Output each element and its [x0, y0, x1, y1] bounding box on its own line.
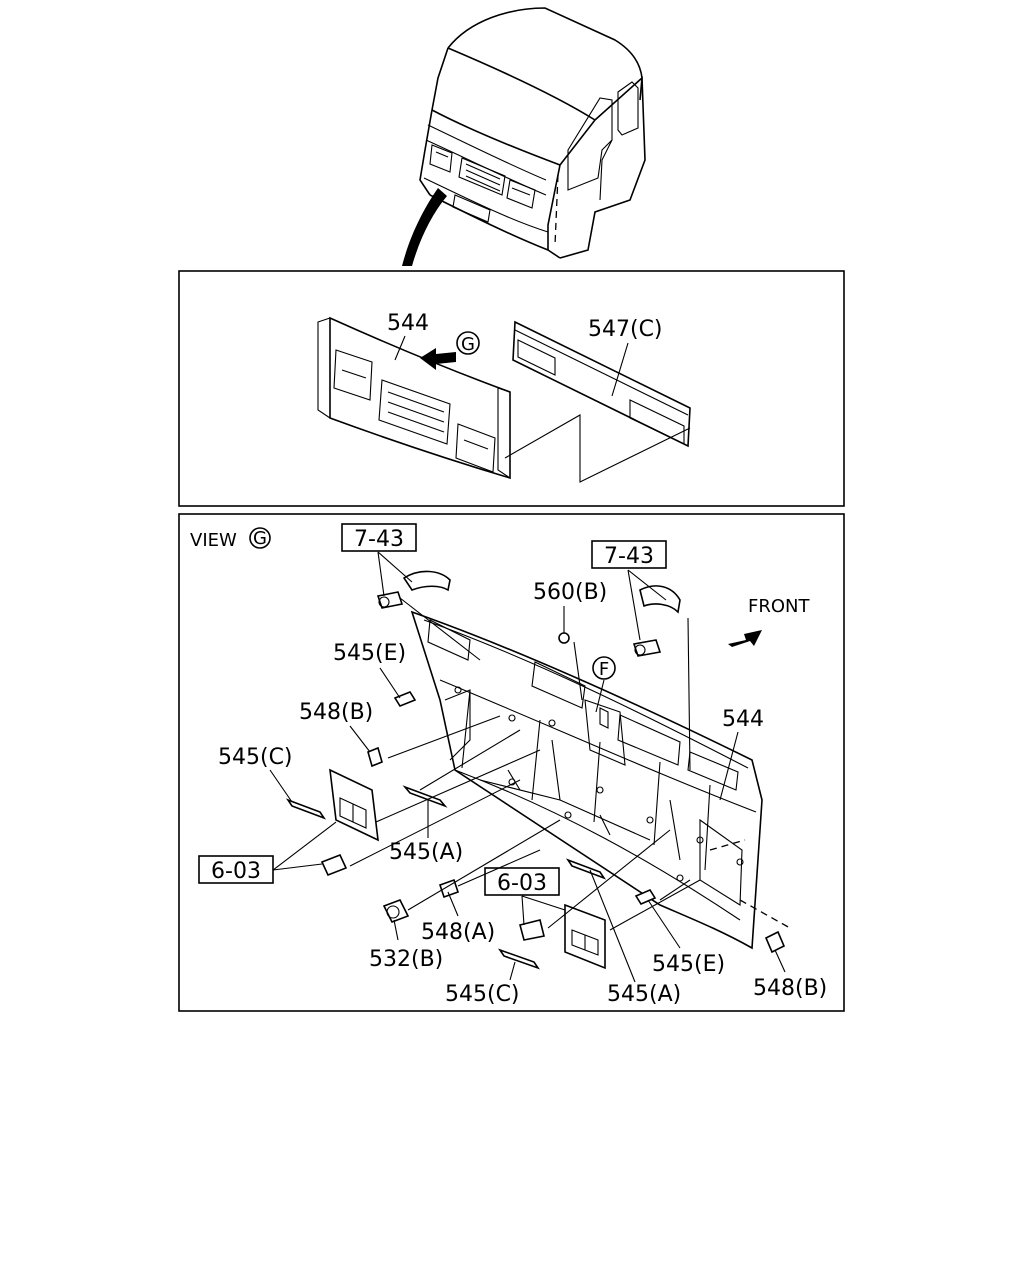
view-panel-frame	[178, 513, 845, 1012]
callout-545e-right: 545(E)	[652, 952, 725, 977]
callout-560b: 560(B)	[533, 580, 607, 605]
callout-548b-left: 548(B)	[299, 700, 373, 725]
view-direction-arrow: G	[420, 331, 480, 370]
front-arrow-icon	[728, 630, 762, 647]
front-grille-part	[317, 316, 511, 480]
marker-f: F	[599, 659, 609, 680]
callout-545e-left: 545(E)	[333, 641, 406, 666]
assembly-leader	[504, 414, 691, 483]
leader-arrow	[402, 188, 447, 266]
ref-7-43-left: 7-43	[354, 527, 404, 552]
callout-545a-bottom: 545(A)	[607, 982, 681, 1007]
hidden-leader-lines	[709, 839, 791, 929]
view-marker-g: G	[461, 334, 475, 355]
bracket-left-top	[376, 570, 451, 609]
view-label: VIEW	[190, 530, 237, 551]
grille-rear-view	[410, 610, 763, 950]
ref-7-43-right: 7-43	[604, 544, 654, 569]
bracket-right-top	[632, 585, 681, 657]
callout-548a: 548(A)	[421, 920, 495, 945]
callout-548b-right: 548(B)	[753, 976, 827, 1001]
ref-6-03-center: 6-03	[497, 871, 547, 896]
ref-6-03-left: 6-03	[211, 859, 261, 884]
fasteners-and-pads	[285, 632, 786, 970]
top-panel-frame	[178, 270, 845, 507]
callout-545a-mid: 545(A)	[389, 840, 463, 865]
callout-544-right: 544	[722, 707, 764, 732]
view-marker: G	[253, 528, 267, 549]
callout-547c: 547(C)	[588, 317, 663, 342]
callout-544-top: 544	[387, 311, 429, 336]
leader-lines	[269, 551, 786, 983]
callout-545c-left: 545(C)	[218, 745, 293, 770]
callout-532b: 532(B)	[369, 947, 443, 972]
front-label: FRONT	[748, 596, 810, 617]
truck-cab-illustration	[419, 7, 646, 259]
ref-box-right-top	[591, 540, 667, 569]
trim-strip-part	[512, 320, 691, 448]
callout-545c-bottom: 545(C)	[445, 982, 520, 1007]
ref-box-center-low	[484, 867, 560, 896]
ref-box-left-top	[341, 523, 417, 552]
